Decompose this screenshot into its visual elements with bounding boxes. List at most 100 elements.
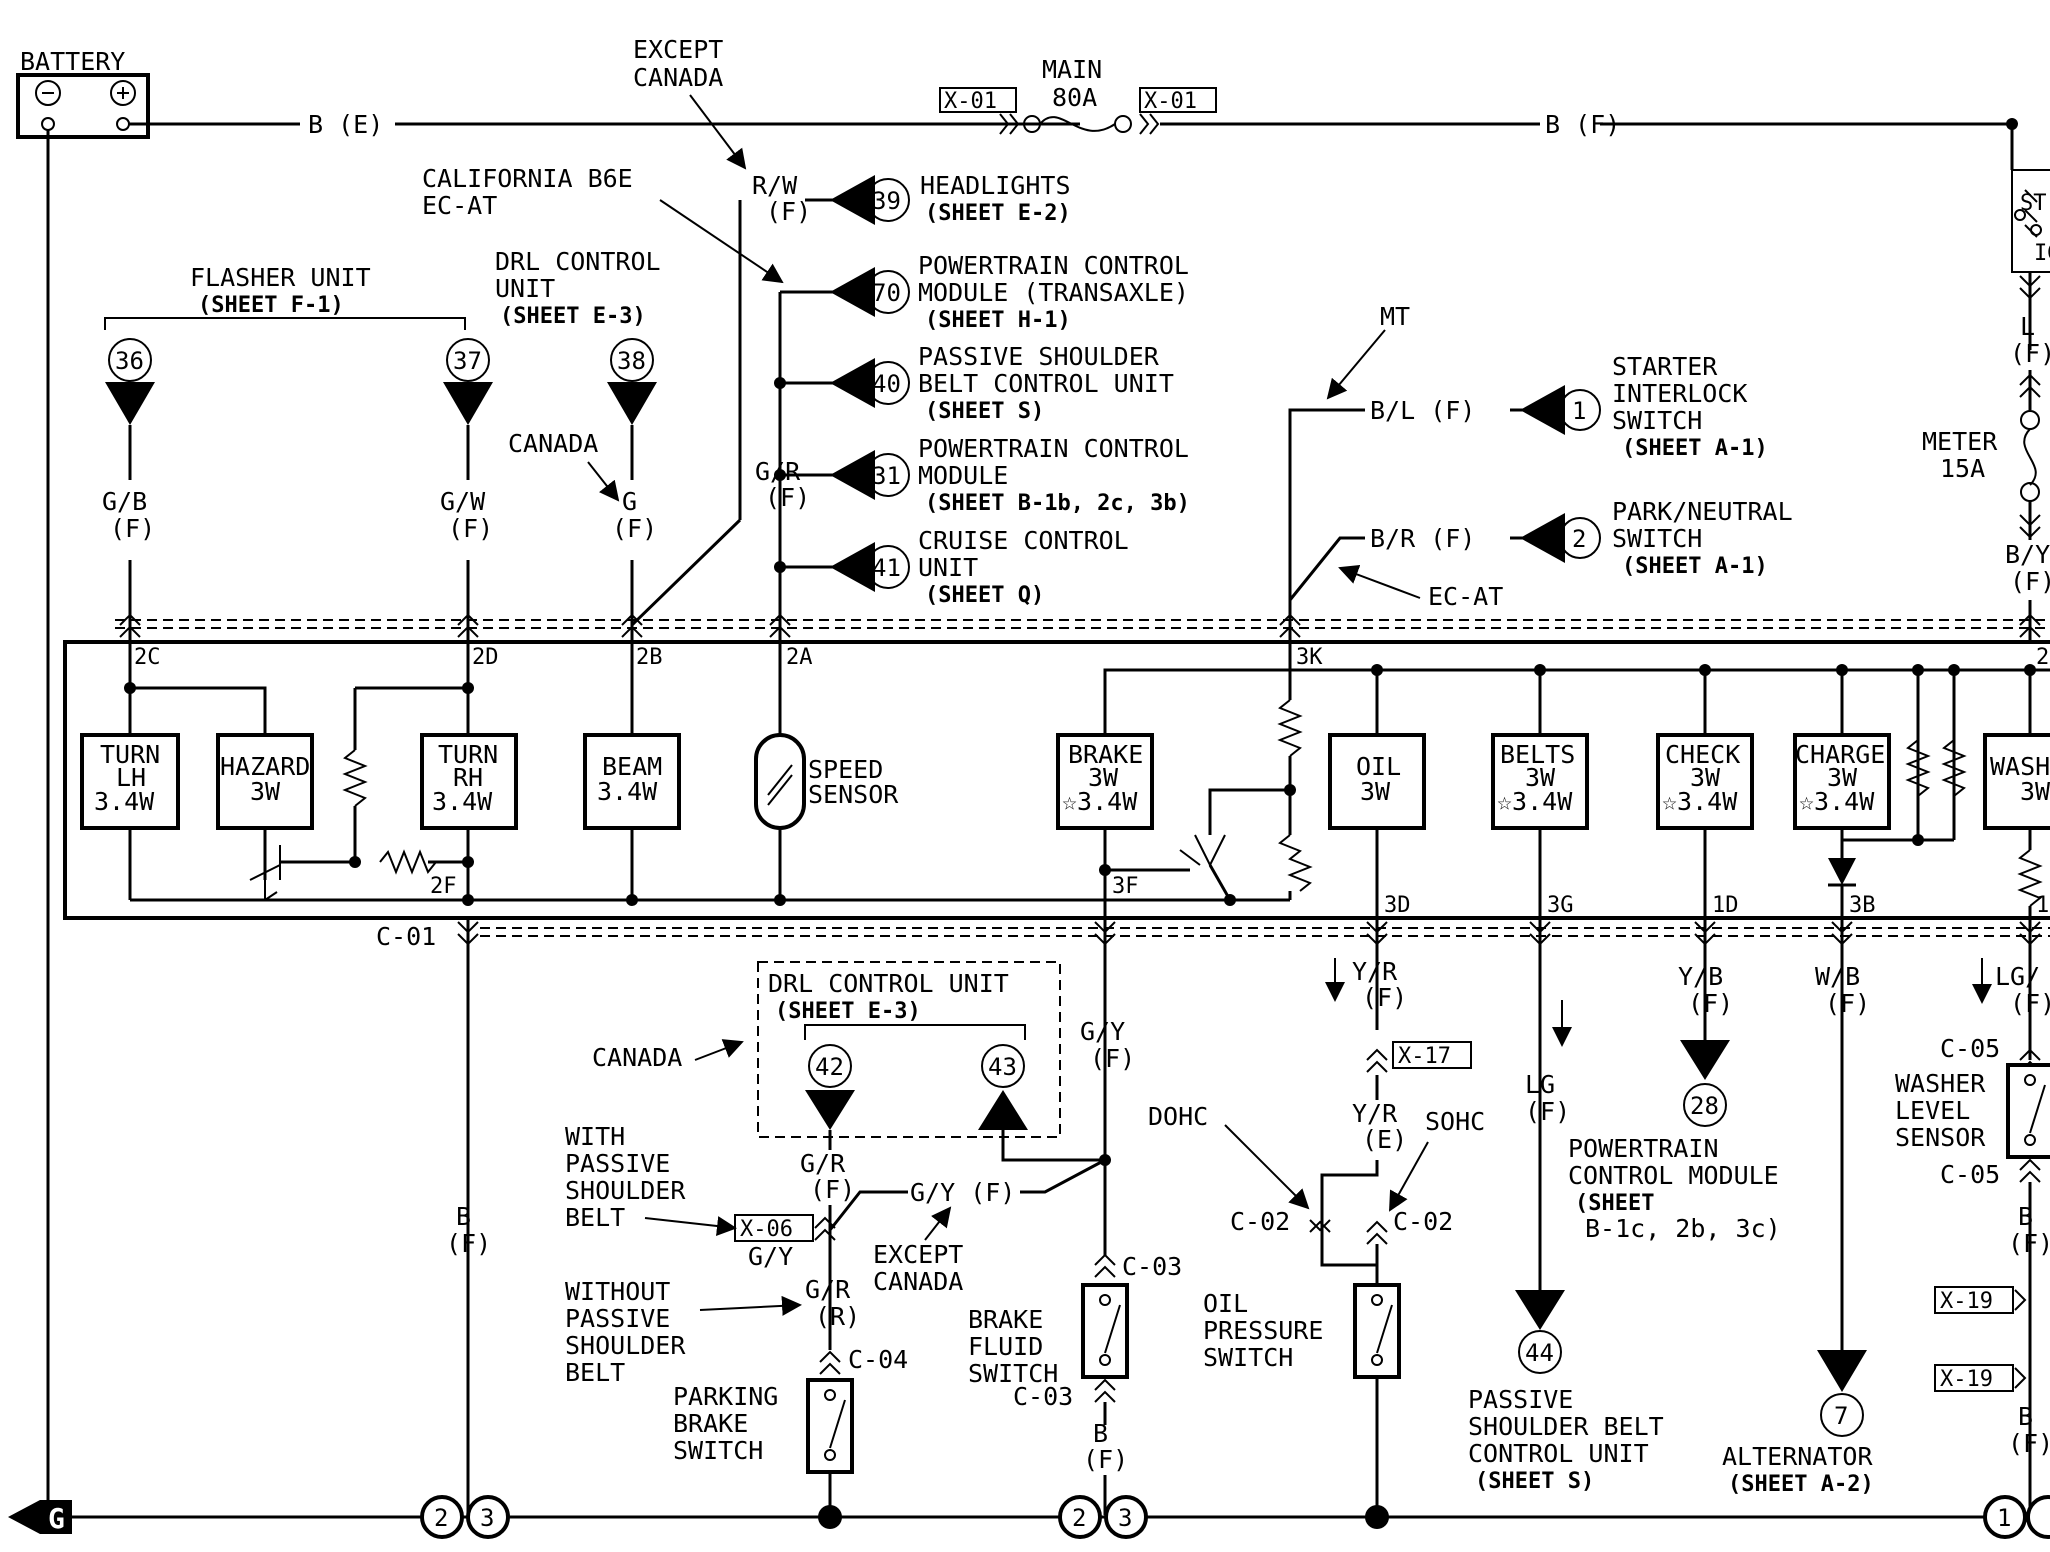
lamp-check [1656, 733, 1754, 830]
pcm-label-2: CONTROL MODULE [1568, 1161, 1779, 1190]
ref-41-num: 41 [872, 554, 901, 582]
lamp-hazard-watt: 3W [250, 777, 281, 806]
ground-ref-c-1: 1 [1997, 1504, 2011, 1532]
pin-3k: 3K [1296, 645, 1323, 670]
c05-connector-bottom: C-05 [1940, 1160, 2000, 1189]
wire-label-b-brake-2: (F) [1083, 1445, 1128, 1474]
x06-label: X-06 [740, 1217, 793, 1242]
psb-unit-sheet: (SHEET S) [1475, 1469, 1594, 1494]
ref-31-num: 31 [872, 462, 901, 490]
ground-ref-c [1983, 1495, 2050, 1539]
connector-36-num: 36 [115, 347, 144, 375]
lamp-brake-sub: 3W [1088, 763, 1119, 792]
c05-connector-top: C-05 [1940, 1034, 2000, 1063]
ref-70-label: POWERTRAIN CONTROL [918, 251, 1189, 280]
pin-2a: 2A [786, 645, 813, 670]
washer-sensor-label-3: SENSOR [1895, 1123, 1986, 1152]
lamp-charge-watt: ☆3.4W [1799, 787, 1875, 816]
lamp-oil-name: OIL [1356, 752, 1401, 781]
x06-connector [734, 1214, 814, 1242]
wire-label-yr-2: (F) [1362, 983, 1407, 1012]
ref-70-num: 70 [872, 279, 901, 307]
connector-37-num: 37 [453, 347, 482, 375]
pcm-label: POWERTRAIN [1568, 1134, 1719, 1163]
ref-70-label-2: MODULE (TRANSAXLE) [918, 278, 1189, 307]
wire-label-br: B/R (F) [1370, 524, 1475, 553]
pin-3b: 3B [1849, 893, 1876, 918]
lamp-beam-watt: 3.4W [597, 777, 658, 806]
instrument-cluster [63, 640, 2050, 920]
ground-ref-b-2: 3 [1118, 1504, 1132, 1532]
lamp-turn-rh [420, 733, 518, 830]
drl-control-box [757, 961, 1061, 1138]
battery-label: BATTERY [20, 47, 125, 76]
ref-28-num: 28 [1690, 1092, 1719, 1120]
with-psb-label-4: BELT [565, 1203, 625, 1232]
lamp-washer [1983, 733, 2050, 830]
with-psb-label: WITH [565, 1122, 625, 1151]
mt-label: MT [1380, 302, 1410, 331]
wire-label-gr-r: G/R [805, 1275, 851, 1304]
pin-1d: 1D [1712, 893, 1739, 918]
wire-label-b-right-2: (F) [2008, 1229, 2050, 1258]
wire-label-by: B/Y [2005, 540, 2050, 569]
ref-31-sheet: (SHEET B-1b, 2c, 3b) [925, 491, 1190, 516]
wire-label-gy-brake: G/Y [1080, 1017, 1125, 1046]
speed-sensor-label: SPEED [808, 755, 883, 784]
upper-connector-chevrons [119, 613, 2041, 638]
ref-70-sheet: (SHEET H-1) [925, 308, 1071, 333]
wire-label-bl: B/L (F) [1370, 396, 1475, 425]
except-canada-bottom: EXCEPT [873, 1240, 963, 1269]
ref-41-sheet: (SHEET Q) [925, 583, 1044, 608]
wire-label-lgb: LG/ [1995, 962, 2040, 991]
wire-label-b-bottom: B [456, 1202, 471, 1231]
lamp-oil [1328, 733, 1426, 830]
pin-3f: 3F [1112, 874, 1139, 899]
ref-31-label: POWERTRAIN CONTROL [918, 434, 1189, 463]
ec-at-label: EC-AT [1428, 582, 1503, 611]
lamp-washer-name: WASHER [1990, 752, 2050, 781]
wire-label-rw-2: (F) [766, 197, 811, 226]
ref-39-label: HEADLIGHTS [920, 171, 1071, 200]
with-psb-label-2: PASSIVE [565, 1149, 670, 1178]
wire-label-gr-top-2: (F) [765, 483, 810, 512]
wire-label-yr-e-2: (E) [1362, 1125, 1407, 1154]
wire-label-yb: Y/B [1678, 962, 1723, 991]
wire-label-gr-bottom-2: (F) [810, 1175, 855, 1204]
ref-41-label: CRUISE CONTROL [918, 526, 1129, 555]
wire-label-gw: G/W [440, 487, 486, 516]
except-canada-bottom-2: CANADA [873, 1267, 963, 1296]
ref-1-label-3: SWITCH [1612, 406, 1702, 435]
alternator-label: ALTERNATOR [1722, 1442, 1873, 1471]
ground-ref-b-1: 2 [1072, 1504, 1086, 1532]
wire-label-yr-e: Y/R [1352, 1099, 1398, 1128]
ref-40-sheet: (SHEET S) [925, 399, 1044, 424]
x17-label: X-17 [1398, 1044, 1451, 1069]
ref-2-label: PARK/NEUTRAL [1612, 497, 1793, 526]
wire-label-yb-2: (F) [1688, 989, 1733, 1018]
wire-label-gy-mid: G/Y (F) [910, 1178, 1015, 1207]
wire-label-b-brake: B [1093, 1419, 1108, 1448]
connector-42 [805, 1044, 855, 1150]
wire-label-l-2: (F) [2010, 339, 2050, 368]
lamp-belts [1491, 733, 1589, 830]
wire-label-b-f: B (F) [1545, 110, 1620, 139]
ref-2-sheet: (SHEET A-1) [1622, 554, 1768, 579]
without-psb-label-2: PASSIVE [565, 1304, 670, 1333]
ref-39-num: 39 [872, 187, 901, 215]
california-label-2: EC-AT [422, 191, 497, 220]
lamp-charge-sub: 3W [1827, 763, 1858, 792]
lamp-turn-lh-watt: 3.4W [94, 787, 155, 816]
ref-40-label: PASSIVE SHOULDER [918, 342, 1160, 371]
canada-label-top: CANADA [508, 429, 598, 458]
lamp-turn-lh-sub: LH [116, 763, 146, 792]
ref-7-num: 7 [1834, 1402, 1848, 1430]
wire-label-gy-brake-2: (F) [1090, 1044, 1135, 1073]
ground-ref-a [420, 1495, 510, 1539]
wire-label-yr: Y/R [1352, 957, 1398, 986]
sohc-label: SOHC [1425, 1107, 1485, 1136]
meter-fuse [2019, 370, 2041, 640]
without-psb-label-4: BELT [565, 1358, 625, 1387]
wire-label-gr-r-2: (R) [815, 1302, 860, 1331]
brake-fluid-switch [1081, 1283, 1129, 1379]
